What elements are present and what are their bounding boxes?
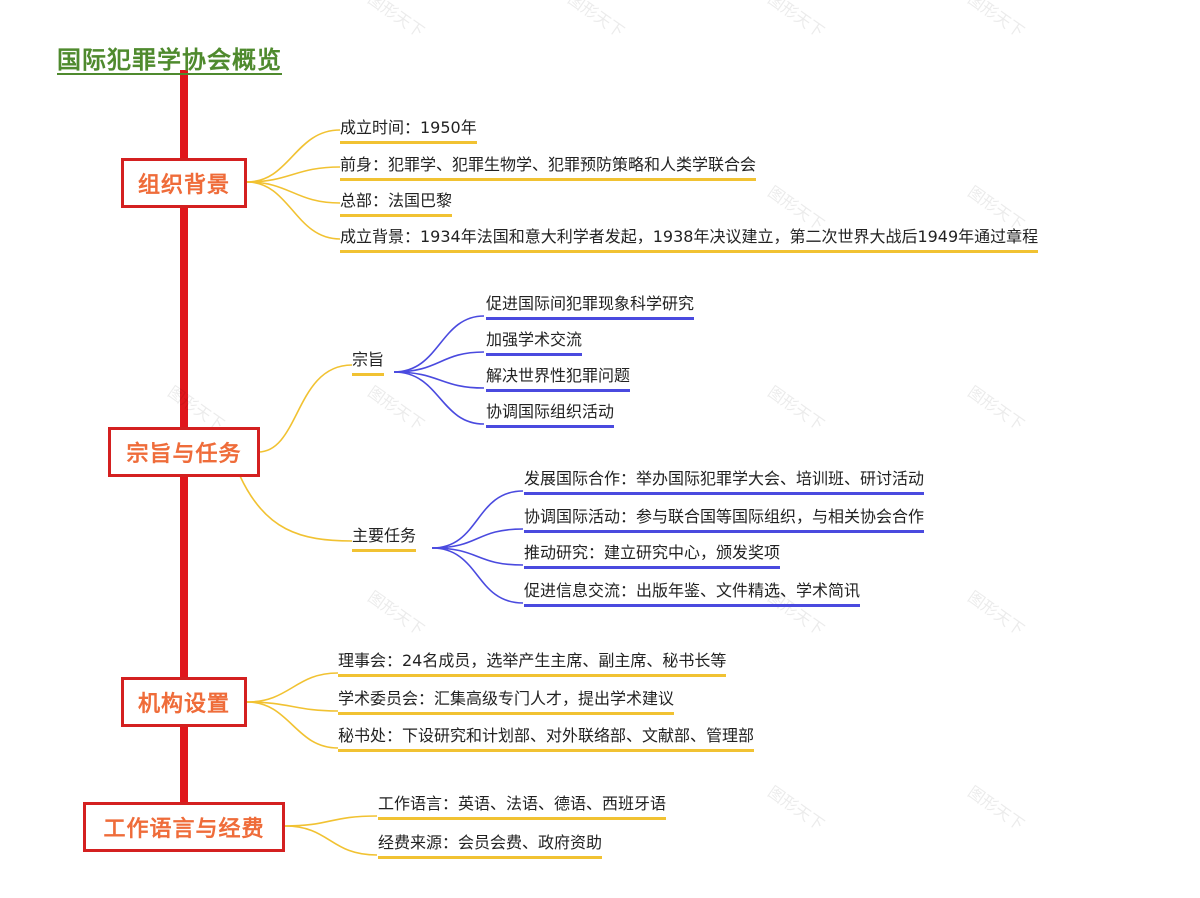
leaf-task-2: 协调国际活动：参与联合国等国际组织，与相关协会合作 — [524, 506, 925, 533]
branch-background[interactable]: 组织背景 — [121, 158, 247, 208]
connector-structure-2 — [246, 701, 339, 712]
leaf-task-4: 促进信息交流：出版年鉴、文件精选、学术简讯 — [524, 580, 861, 607]
connector-language-1 — [284, 815, 378, 827]
leaf-council: 理事会：24名成员，选举产生主席、副主席、秘书长等 — [338, 650, 727, 677]
connector-background-3 — [246, 181, 341, 204]
connector-purpose-3 — [393, 371, 485, 389]
node-purpose: 宗旨 — [352, 349, 385, 376]
connector-tasks-1 — [431, 490, 524, 549]
branch-language-funding[interactable]: 工作语言与经费 — [83, 802, 285, 852]
leaf-task-3: 推动研究：建立研究中心，颁发奖项 — [524, 542, 781, 569]
connector-background-2 — [246, 166, 341, 183]
connector-tasks-4 — [431, 547, 524, 604]
connector-purpose-1 — [393, 315, 485, 373]
leaf-academic-committee: 学术委员会：汇集高级专门人才，提出学术建议 — [338, 688, 675, 715]
connector-structure-3 — [246, 701, 339, 749]
connector-structure-1 — [246, 672, 339, 703]
connector-background-4 — [246, 181, 341, 240]
leaf-headquarters: 总部：法国巴黎 — [340, 190, 453, 217]
leaf-purpose-1: 促进国际间犯罪现象科学研究 — [486, 293, 695, 320]
connector-mission-tasks — [239, 475, 353, 542]
connector-purpose-2 — [393, 351, 485, 373]
leaf-predecessor: 前身：犯罪学、犯罪生物学、犯罪预防策略和人类学联合会 — [340, 154, 757, 181]
connector-mission-purpose — [257, 364, 353, 453]
leaf-funding: 经费来源：会员会费、政府资助 — [378, 832, 603, 859]
leaf-secretariat: 秘书处：下设研究和计划部、对外联络部、文献部、管理部 — [338, 725, 755, 752]
branch-structure[interactable]: 机构设置 — [121, 677, 247, 727]
connector-language-2 — [284, 825, 378, 856]
leaf-history: 成立背景：1934年法国和意大利学者发起，1938年决议建立，第二次世界大战后1… — [340, 226, 1039, 253]
leaf-languages: 工作语言：英语、法语、德语、西班牙语 — [378, 793, 667, 820]
connector-tasks-2 — [431, 528, 524, 549]
leaf-purpose-2: 加强学术交流 — [486, 329, 583, 356]
leaf-task-1: 发展国际合作：举办国际犯罪学大会、培训班、研讨活动 — [524, 468, 925, 495]
page-title: 国际犯罪学协会概览 — [57, 46, 282, 74]
leaf-purpose-4: 协调国际组织活动 — [486, 401, 615, 428]
connector-background-1 — [246, 129, 341, 183]
leaf-founded: 成立时间：1950年 — [340, 117, 477, 144]
node-tasks: 主要任务 — [352, 525, 417, 552]
connector-tasks-3 — [431, 547, 524, 566]
leaf-purpose-3: 解决世界性犯罪问题 — [486, 365, 631, 392]
connector-purpose-4 — [393, 371, 485, 425]
branch-mission[interactable]: 宗旨与任务 — [108, 427, 260, 477]
